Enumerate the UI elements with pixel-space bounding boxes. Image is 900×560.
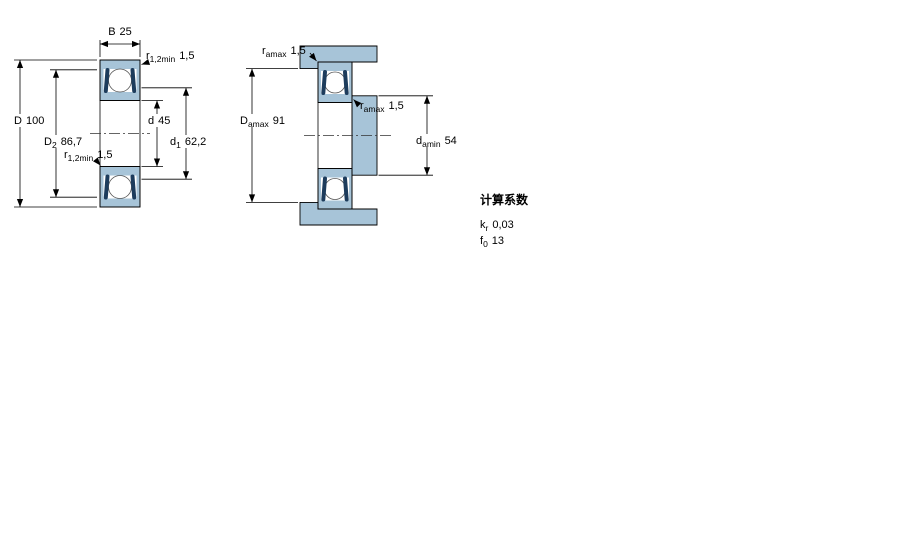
leader-line xyxy=(93,157,101,166)
label-background xyxy=(146,114,174,127)
seal-icon xyxy=(130,68,137,93)
label-background xyxy=(42,135,96,148)
label-background xyxy=(168,135,216,148)
label-background xyxy=(238,114,296,127)
ring-outline xyxy=(317,61,353,103)
seal-icon xyxy=(343,176,349,202)
bearing-ring-section-top xyxy=(99,59,141,101)
ball xyxy=(324,71,346,94)
label-background xyxy=(414,134,468,147)
bearing-ring-section-top xyxy=(317,61,353,103)
ring-outline xyxy=(99,59,141,101)
seal-icon xyxy=(130,174,137,200)
seal-icon xyxy=(321,70,327,95)
seal-icon xyxy=(103,174,110,200)
calculation-factors-title: 计算系数 xyxy=(480,192,529,207)
ball xyxy=(108,175,132,199)
label-background xyxy=(12,114,50,127)
ball xyxy=(324,178,346,200)
seal-icon xyxy=(103,68,110,93)
leader-line xyxy=(309,52,317,62)
ring-outline xyxy=(99,166,141,208)
bearing-ring-section-bottom xyxy=(317,168,353,210)
seal-icon xyxy=(343,70,349,95)
ball xyxy=(108,68,132,93)
leader-line xyxy=(141,59,151,65)
seal-icon xyxy=(321,176,327,202)
ring-outline xyxy=(317,168,353,210)
bearing-ring-section-bottom xyxy=(99,166,141,208)
leader-line xyxy=(353,99,362,108)
